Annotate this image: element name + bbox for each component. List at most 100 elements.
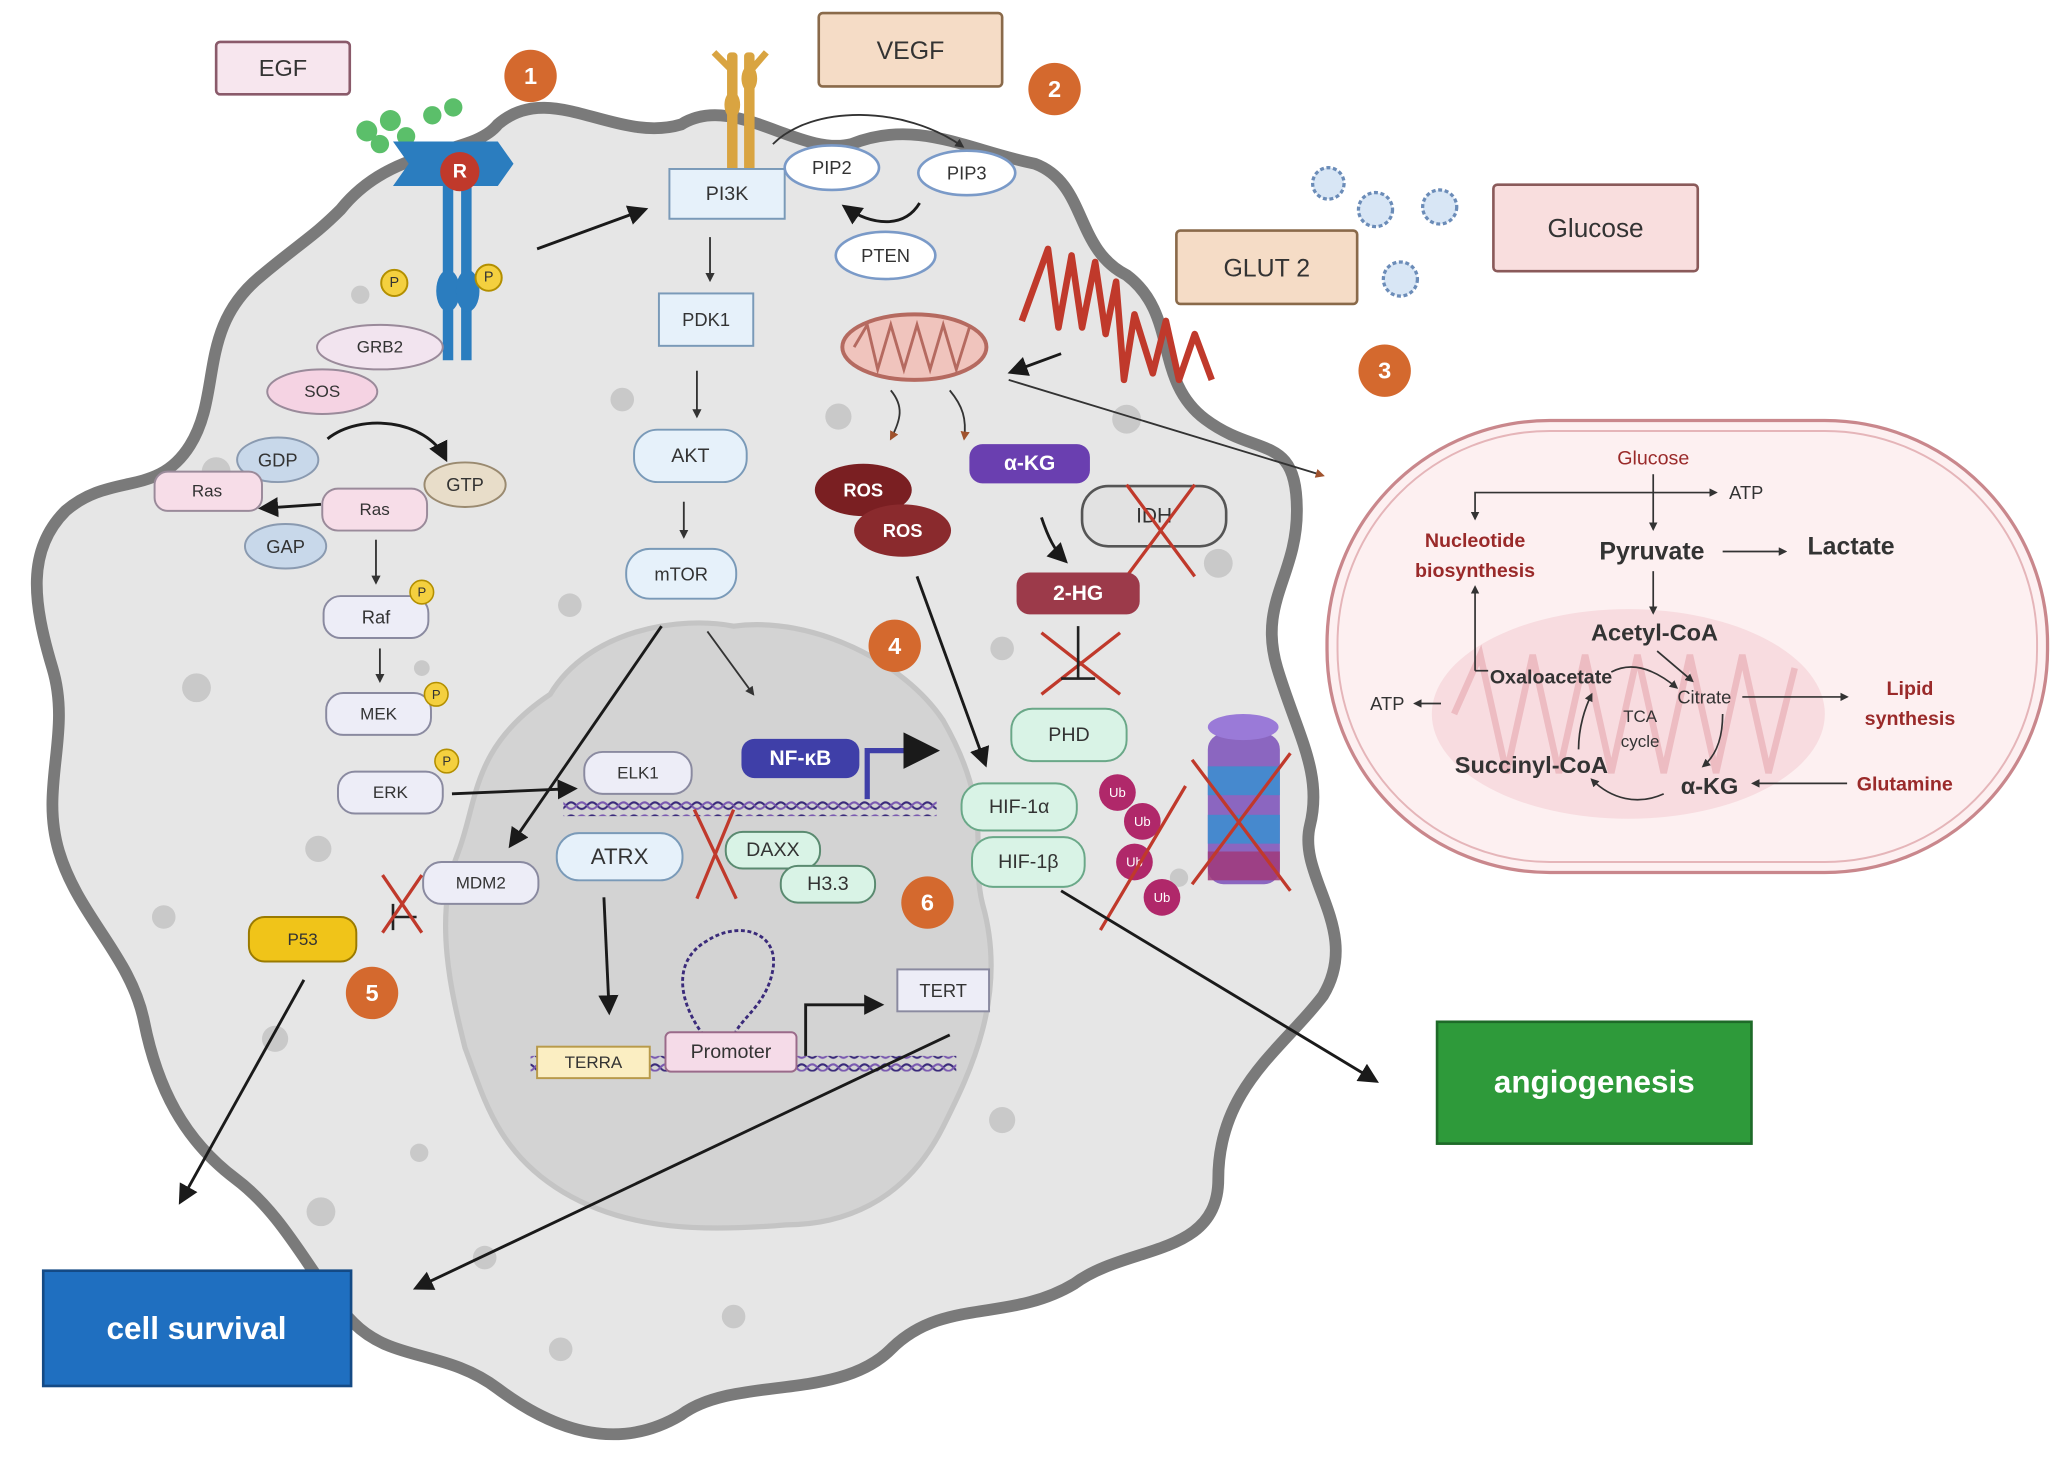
tert-node: TERT (896, 968, 991, 1013)
svg-text:AKT: AKT (671, 445, 709, 467)
svg-text:GLUT 2: GLUT 2 (1223, 255, 1310, 283)
svg-text:PDK1: PDK1 (682, 309, 730, 330)
glucose-molecule-icons (1310, 166, 1459, 298)
step-badge-2: 2 (1028, 62, 1081, 116)
svg-text:GRB2: GRB2 (357, 338, 403, 357)
mitochondrion-icon (840, 312, 989, 382)
met-glutamine: Glutamine (1857, 774, 1953, 796)
met-akg: α-KG (1681, 773, 1739, 799)
svg-text:Ub: Ub (1134, 814, 1151, 829)
proteasome-icon (1190, 713, 1292, 892)
met-oxaloacetate: Oxaloacetate (1490, 666, 1612, 688)
arrow-tert-to-cell-survival (412, 1033, 951, 1290)
pip3-node: PIP3 (916, 149, 1017, 197)
svg-text:H3.3: H3.3 (807, 873, 849, 895)
met-tca-line1: TCA (1623, 707, 1658, 726)
akt-node: AKT (633, 428, 748, 484)
gap-node: GAP (243, 523, 328, 570)
glucose-label-box: Glucose (1492, 183, 1700, 273)
svg-text:MDM2: MDM2 (456, 873, 506, 892)
idh-node: IDH (1080, 484, 1228, 548)
svg-text:P: P (390, 275, 400, 291)
idh-inhibition-cross (1125, 483, 1197, 578)
arrow-mtor-to-mdm2 (508, 625, 663, 849)
nucleus (443, 620, 994, 1231)
svg-text:Promoter: Promoter (691, 1041, 772, 1063)
ros-node-1: ROS (814, 463, 912, 517)
svg-text:PHD: PHD (1048, 724, 1089, 746)
svg-text:ROS: ROS (883, 520, 923, 541)
mtor-node: mTOR (625, 547, 738, 600)
mdm2-p53-inhibition (381, 874, 424, 934)
arrow-glut2-to-mitochondrion (1007, 352, 1062, 376)
arrow-erk-to-elk1 (451, 779, 578, 800)
ras-gtp-node: Ras (321, 487, 429, 532)
arrow-ros-to-hif (915, 575, 990, 768)
pten-node: PTEN (834, 230, 937, 281)
svg-text:Ras: Ras (360, 500, 390, 519)
svg-text:PIP2: PIP2 (812, 157, 852, 178)
svg-text:P: P (432, 687, 441, 702)
akg-node: α-KG (969, 444, 1090, 484)
svg-text:mTOR: mTOR (654, 563, 708, 584)
svg-text:2-HG: 2-HG (1053, 582, 1103, 605)
mek-phospho-badge: P (423, 681, 449, 707)
svg-text:P53: P53 (287, 930, 317, 949)
grb2-node: GRB2 (316, 323, 444, 371)
svg-text:P: P (442, 754, 451, 769)
promoter-node: Promoter (664, 1031, 798, 1073)
svg-text:GTP: GTP (446, 474, 484, 495)
met-lipid-line2: synthesis (1865, 708, 1956, 730)
arrow-pip3-to-pip2 (841, 202, 921, 225)
svg-text:NF-κB: NF-κB (770, 747, 832, 770)
atrx-node: ATRX (555, 832, 684, 882)
arrow-mito-to-akg (949, 389, 970, 441)
svg-text:DAXX: DAXX (746, 839, 799, 861)
receptor-r-badge: R (440, 151, 480, 192)
svg-text:Ub: Ub (1109, 785, 1126, 800)
arrow-ras-to-ras-gdp (257, 497, 322, 518)
promoter-loop (681, 929, 776, 1042)
phospho-badge-right: P (474, 263, 503, 292)
arrow-vegf-to-pip3 (772, 114, 965, 148)
met-succinyl-coa: Succinyl-CoA (1455, 752, 1608, 778)
erk-phospho-badge: P (434, 748, 460, 774)
met-lactate: Lactate (1807, 532, 1894, 560)
svg-text:P: P (417, 585, 426, 600)
svg-text:ERK: ERK (373, 783, 409, 802)
mdm2-node: MDM2 (422, 860, 540, 905)
arrow-akg-to-2hg (1040, 516, 1068, 564)
elk1-node: ELK1 (583, 750, 693, 795)
svg-text:TERRA: TERRA (565, 1053, 623, 1072)
dna-strand-upper (563, 800, 937, 817)
svg-text:EGF: EGF (259, 55, 307, 81)
nfkb-node: NF-κB (741, 738, 860, 779)
svg-text:1: 1 (524, 63, 537, 89)
terra-node: TERRA (536, 1045, 651, 1080)
svg-text:α-KG: α-KG (1004, 452, 1055, 475)
hg2-phd-inhibition (1061, 626, 1096, 680)
egf-label-box: EGF (214, 40, 352, 96)
met-pyruvate: Pyruvate (1599, 538, 1704, 566)
svg-text:ATRX: ATRX (591, 844, 649, 869)
arrow-hif-to-angiogenesis (1060, 889, 1379, 1083)
svg-text:Ras: Ras (192, 482, 222, 501)
svg-text:Glucose: Glucose (1548, 213, 1644, 243)
pdk1-node: PDK1 (657, 292, 755, 347)
hif1a-node: HIF-1α (960, 782, 1078, 832)
pi3k-node: PI3K (668, 168, 786, 220)
daxx-node: DAXX (724, 830, 822, 870)
arrow-atrx-to-terra (598, 897, 619, 1016)
hg2-phd-inhibition-cross (1040, 631, 1122, 696)
step-badge-1: 1 (504, 49, 557, 103)
met-atp-top: ATP (1729, 482, 1763, 503)
svg-text:angiogenesis: angiogenesis (1494, 1065, 1695, 1100)
phd-node: PHD (1010, 707, 1128, 763)
met-acetyl-coa: Acetyl-CoA (1591, 620, 1718, 646)
sos-node: SOS (266, 368, 379, 415)
step-badge-5: 5 (345, 966, 399, 1020)
svg-text:PIP3: PIP3 (947, 162, 987, 183)
svg-text:6: 6 (921, 890, 934, 916)
vegf-label-box: VEGF (817, 11, 1004, 88)
hg2-node: 2-HG (1016, 572, 1140, 615)
